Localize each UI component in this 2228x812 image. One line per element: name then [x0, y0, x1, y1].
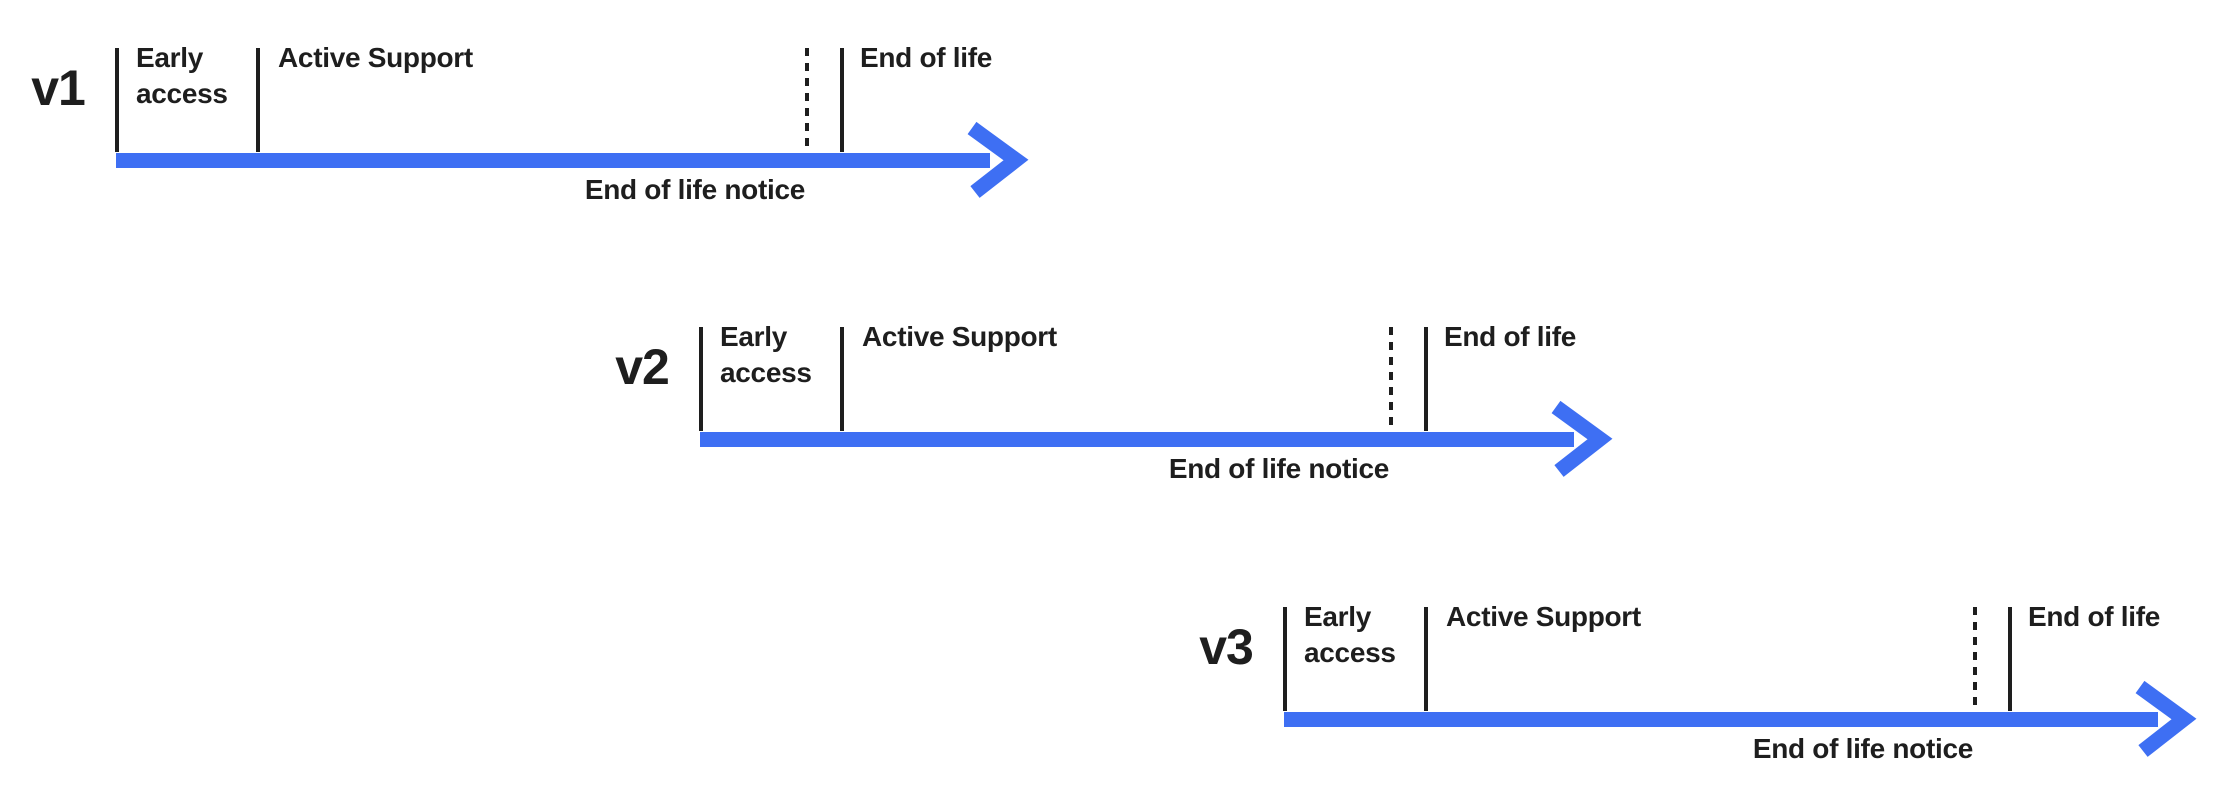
end-of-life-notice-label: End of life notice: [1168, 453, 1389, 484]
eol-notice-tick-dashed: [1389, 327, 1393, 427]
timeline-v1: v1 Early access Active Support End of li…: [0, 40, 1070, 230]
early-access-label: Early access: [136, 42, 228, 109]
release-tick: [699, 327, 703, 431]
end-of-life-label: End of life: [2028, 601, 2161, 632]
end-of-life-label: End of life: [860, 42, 993, 73]
active-support-label: Active Support: [1446, 601, 1641, 632]
timeline-arrow-line: [116, 153, 990, 168]
release-tick: [115, 48, 119, 152]
arrowhead-icon: [2135, 680, 2197, 757]
timeline-arrow-line: [1284, 712, 2158, 727]
version-label: v2: [615, 339, 670, 395]
early-access-label: Early access: [720, 321, 812, 388]
active-support-label: Active Support: [862, 321, 1057, 352]
end-of-life-notice-label: End of life notice: [584, 174, 805, 205]
early-access-label: Early access: [1304, 601, 1396, 668]
arrowhead-icon: [967, 121, 1029, 198]
active-support-tick: [840, 327, 844, 431]
eol-tick: [1424, 327, 1428, 431]
release-tick: [1283, 607, 1287, 711]
eol-tick: [840, 48, 844, 152]
timeline-arrow-line: [700, 432, 1574, 447]
version-label: v3: [1199, 619, 1254, 675]
end-of-life-label: End of life: [1444, 321, 1577, 352]
active-support-label: Active Support: [278, 42, 473, 73]
eol-tick: [2008, 607, 2012, 711]
end-of-life-notice-label: End of life notice: [1752, 733, 1973, 764]
eol-notice-tick-dashed: [1973, 607, 1977, 707]
arrowhead-icon: [1551, 400, 1613, 477]
eol-notice-tick-dashed: [805, 48, 809, 148]
active-support-tick: [256, 48, 260, 152]
timeline-v2: v2 Early access Active Support End of li…: [584, 319, 1654, 509]
active-support-tick: [1424, 607, 1428, 711]
version-label: v1: [31, 60, 86, 116]
timeline-v3: v3 Early access Active Support End of li…: [1168, 599, 2228, 789]
